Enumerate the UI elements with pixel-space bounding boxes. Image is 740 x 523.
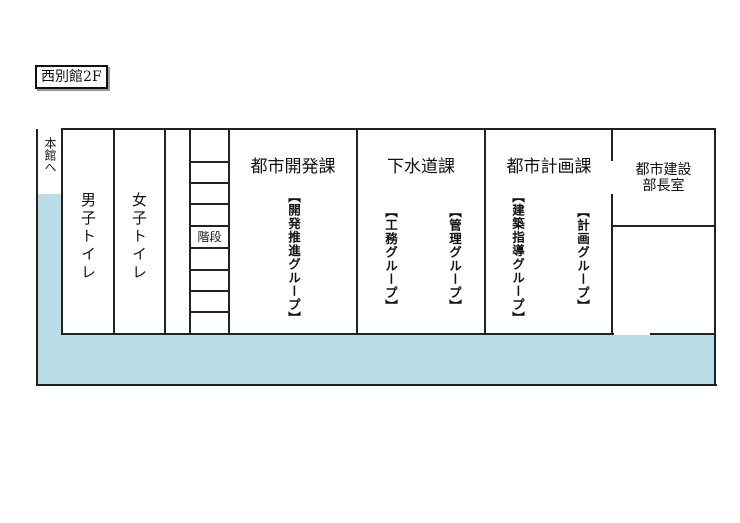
wall-612-upper bbox=[611, 128, 613, 161]
bucho-room-line2: 部長室 bbox=[642, 178, 685, 194]
wall-165 bbox=[164, 128, 166, 335]
wall-485 bbox=[484, 128, 486, 335]
stair-step bbox=[190, 247, 229, 249]
stair-step bbox=[190, 290, 229, 292]
wall-62 bbox=[61, 128, 63, 335]
stair-step bbox=[190, 225, 229, 227]
mens-toilet-label: 男子トイレ bbox=[79, 192, 97, 282]
kenchiku-shido-group-label: 【建築指導グループ】 bbox=[510, 190, 525, 325]
toshi-kaihatsu-room-name: 都市開発課 bbox=[250, 157, 336, 177]
to-main-building-label: 本館へ bbox=[43, 137, 57, 173]
bucho-room-label: 都市建設 部長室 bbox=[613, 162, 714, 194]
kaihatsu-suishin-group-label: 【開発推進グループ】 bbox=[286, 190, 301, 325]
outer-wall-bottom bbox=[36, 384, 717, 386]
womens-toilet-label: 女子トイレ bbox=[130, 192, 148, 282]
stair-step bbox=[190, 203, 229, 205]
block-top-wall bbox=[61, 128, 716, 130]
floor-label: 西別館2F bbox=[35, 65, 108, 89]
corridor-bottom bbox=[38, 335, 715, 385]
toshi-keikaku-room-name: 都市計画課 bbox=[506, 157, 592, 177]
outer-wall-left bbox=[36, 129, 38, 386]
koumu-group-label: 【工務グループ】 bbox=[383, 205, 398, 313]
stair-step bbox=[190, 182, 229, 184]
wall-114 bbox=[113, 128, 115, 335]
block-bottom-wall-a bbox=[61, 333, 614, 335]
block-bottom-wall-b bbox=[650, 333, 716, 335]
keikaku-group-label: 【計画グループ】 bbox=[575, 205, 590, 313]
stair-step bbox=[190, 161, 229, 163]
bucho-partition bbox=[611, 225, 716, 227]
wall-357 bbox=[356, 128, 358, 335]
wall-190 bbox=[189, 128, 191, 335]
outer-wall-right bbox=[714, 128, 716, 386]
stair-step bbox=[190, 269, 229, 271]
stair-step bbox=[190, 311, 229, 313]
gesuido-room-name: 下水道課 bbox=[387, 157, 455, 177]
wall-229 bbox=[228, 128, 230, 335]
bucho-room-line1: 都市建設 bbox=[635, 162, 692, 178]
stairs-label: 階段 bbox=[197, 230, 222, 244]
kanri-group-label: 【管理グループ】 bbox=[447, 205, 462, 313]
wall-612-lower bbox=[611, 194, 613, 335]
